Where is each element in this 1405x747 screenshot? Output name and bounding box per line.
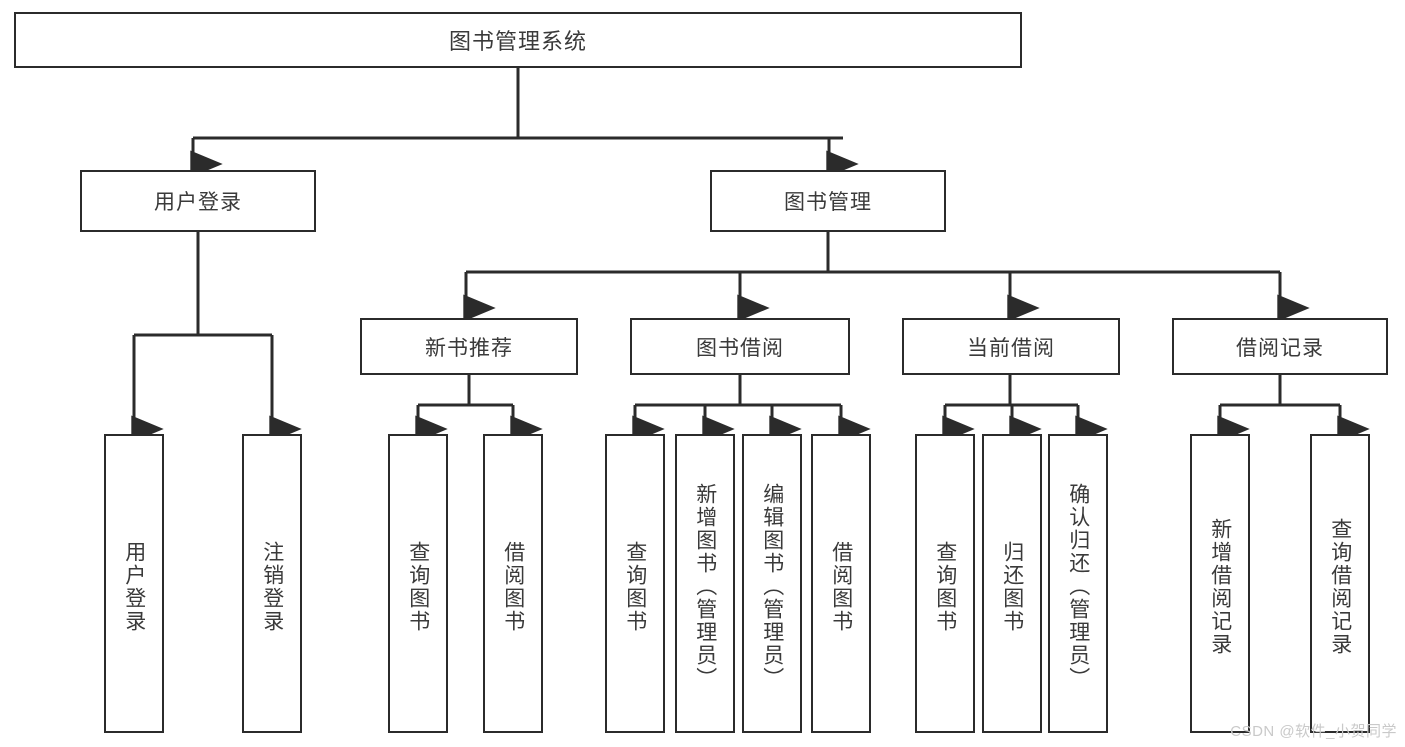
node-label: 图书管理 [784, 191, 872, 214]
node-book-management[interactable]: 图书管理 [710, 170, 946, 232]
leaf-label: 注销登录 [260, 540, 284, 633]
leaf-borrow-edit-book-admin[interactable]: 编辑图书（管理员） [742, 434, 802, 733]
leaf-borrow-borrow-book[interactable]: 借阅图书 [811, 434, 871, 733]
leaf-current-return-book[interactable]: 归还图书 [982, 434, 1042, 733]
leaf-current-query-book[interactable]: 查询图书 [915, 434, 975, 733]
leaf-new-book-query[interactable]: 查询图书 [388, 434, 448, 733]
leaf-user-login-login[interactable]: 用户登录 [104, 434, 164, 733]
node-label: 当前借阅 [967, 336, 1055, 360]
node-label: 图书借阅 [696, 336, 784, 360]
leaf-label: 查询图书 [406, 540, 430, 633]
leaf-records-query-record[interactable]: 查询借阅记录 [1310, 434, 1370, 733]
node-label: 图书管理系统 [448, 29, 587, 54]
leaf-user-login-logout[interactable]: 注销登录 [242, 434, 302, 733]
leaf-label: 归还图书 [1000, 540, 1024, 633]
leaf-label: 新增借阅记录 [1208, 517, 1232, 656]
leaf-label: 借阅图书 [829, 540, 853, 633]
node-new-book-recommend[interactable]: 新书推荐 [360, 318, 578, 375]
node-root[interactable]: 图书管理系统 [14, 12, 1022, 68]
leaf-label: 查询图书 [623, 540, 647, 633]
node-book-borrow[interactable]: 图书借阅 [630, 318, 850, 375]
node-borrow-records[interactable]: 借阅记录 [1172, 318, 1388, 375]
leaf-label: 查询图书 [933, 540, 957, 633]
leaf-label: 查询借阅记录 [1328, 517, 1352, 656]
leaf-label: 确认归还（管理员） [1066, 483, 1090, 690]
leaf-borrow-query-book[interactable]: 查询图书 [605, 434, 665, 733]
leaf-label: 编辑图书（管理员） [760, 483, 784, 690]
node-label: 借阅记录 [1236, 336, 1324, 360]
leaf-label: 借阅图书 [501, 540, 525, 633]
leaf-label: 用户登录 [122, 540, 146, 633]
node-current-borrow[interactable]: 当前借阅 [902, 318, 1120, 375]
node-user-login[interactable]: 用户登录 [80, 170, 316, 232]
leaf-current-confirm-return-admin[interactable]: 确认归还（管理员） [1048, 434, 1108, 733]
node-label: 新书推荐 [425, 336, 513, 360]
watermark: CSDN @软件_小贺同学 [1230, 723, 1397, 740]
leaf-new-book-borrow[interactable]: 借阅图书 [483, 434, 543, 733]
leaf-borrow-add-book-admin[interactable]: 新增图书（管理员） [675, 434, 735, 733]
node-label: 用户登录 [154, 191, 242, 214]
leaf-records-add-record[interactable]: 新增借阅记录 [1190, 434, 1250, 733]
leaf-label: 新增图书（管理员） [693, 483, 717, 690]
